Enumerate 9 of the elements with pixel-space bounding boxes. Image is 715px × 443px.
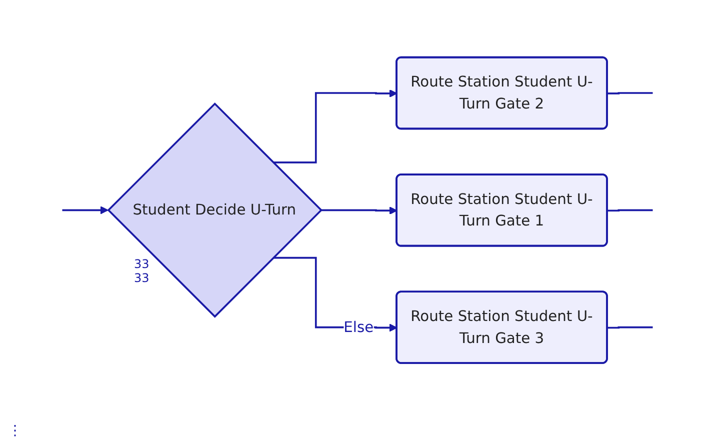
connector (607, 209, 653, 212)
edge-label: Else (344, 318, 374, 336)
arrow (273, 89, 398, 164)
connector (607, 326, 653, 329)
connector (607, 92, 653, 94)
ellipsis-mark: ⋮ (8, 423, 22, 439)
arrow (62, 206, 108, 214)
arrow (320, 206, 398, 214)
node-note: 33 33 (134, 256, 150, 285)
